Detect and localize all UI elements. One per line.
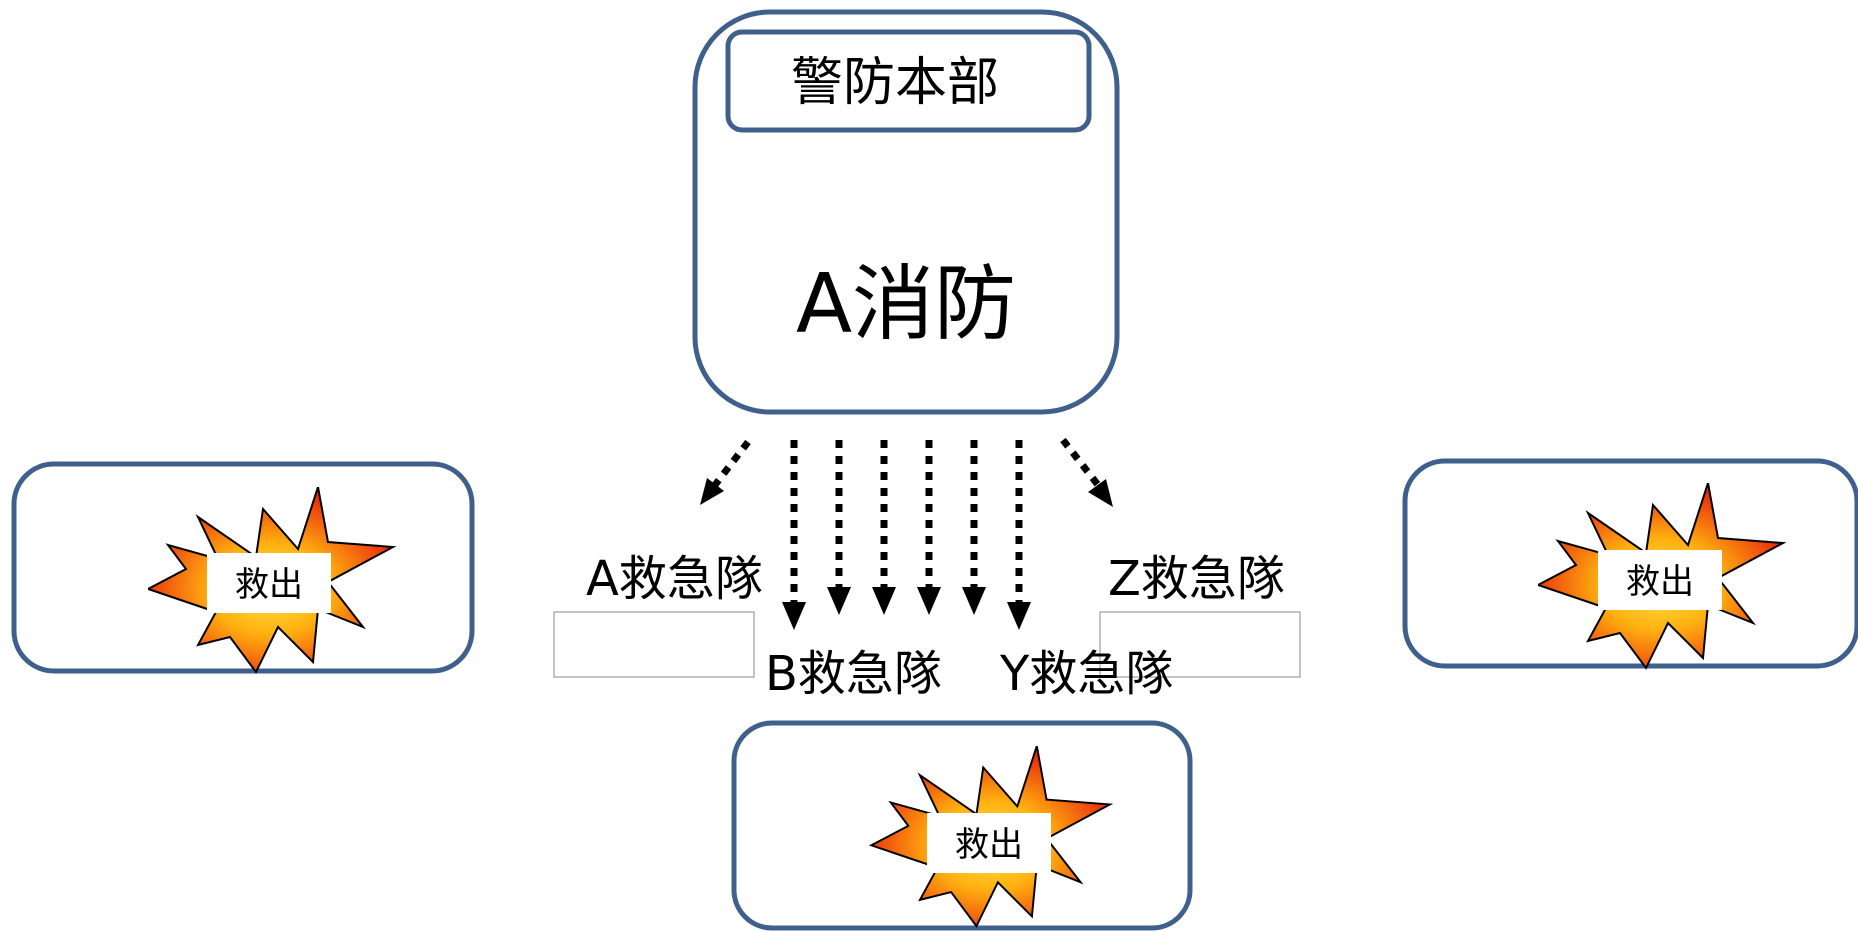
arrow-down-2 <box>827 440 851 615</box>
headquarters-box: 警防本部 A消防 <box>692 9 1120 415</box>
rescue-label: 救出 <box>235 565 303 605</box>
arrow-down-6 <box>1007 440 1031 630</box>
rescue-label-bg <box>927 813 1051 873</box>
team-z-label: Z救急隊 <box>1108 551 1285 607</box>
team-a-frame <box>553 611 755 678</box>
rescue-label: 救出 <box>955 825 1023 865</box>
arrow-down-1 <box>782 440 806 630</box>
arrow-right-diagonal <box>1060 437 1113 507</box>
rescue-site-left: 救出 <box>11 461 475 674</box>
arrow-left-diagonal <box>700 439 751 505</box>
rescue-site-bottom: 救出 <box>731 720 1193 931</box>
rescue-site-right: 救出 <box>1402 458 1858 669</box>
arrow-down-5 <box>962 440 986 615</box>
arrow-down-3 <box>872 440 896 615</box>
team-b-label: B救急隊 <box>765 646 942 702</box>
dispatch-arrows <box>700 437 1113 630</box>
hq-title: A消防 <box>796 257 1016 352</box>
team-a-label: A救急隊 <box>586 551 763 607</box>
team-y-label: Y救急隊 <box>999 646 1173 702</box>
team-z-frame <box>1099 611 1301 678</box>
rescue-label-bg <box>1598 550 1722 610</box>
rescue-label: 救出 <box>1626 562 1694 602</box>
arrow-down-4 <box>917 440 941 615</box>
rescue-label-bg <box>207 553 331 613</box>
hq-header-label: 警防本部 <box>791 53 999 113</box>
